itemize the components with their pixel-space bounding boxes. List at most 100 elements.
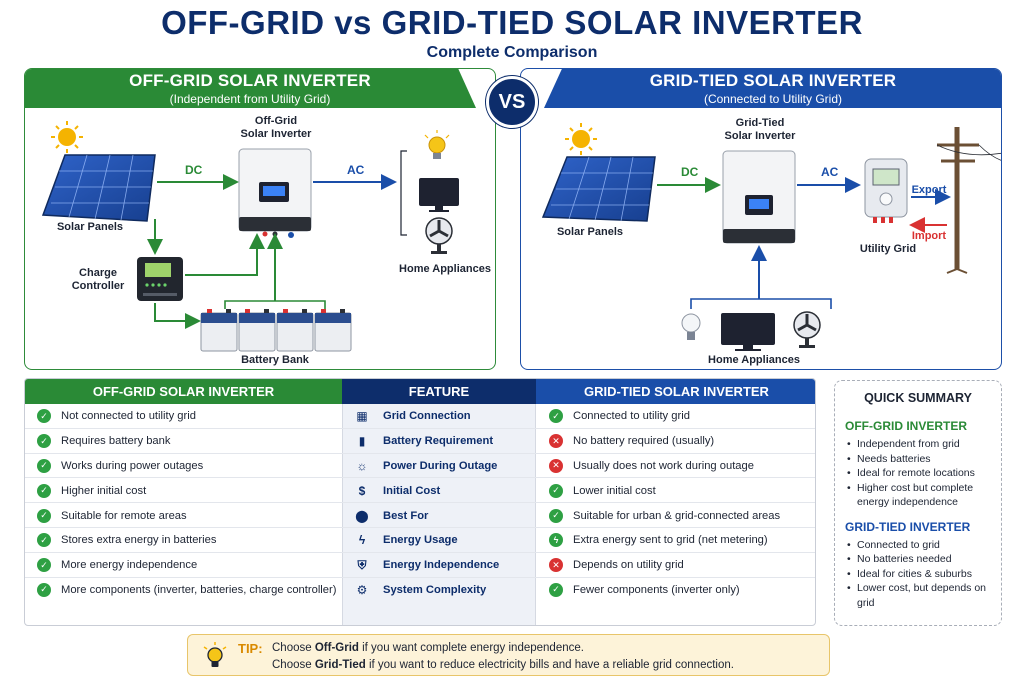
check-icon: ✓: [37, 558, 51, 573]
grid-tied-panel-title: GRID-TIED SOLAR INVERTER: [649, 71, 897, 90]
grid-tied-panel: GRID-TIED SOLAR INVERTER (Connected to U…: [520, 68, 1002, 370]
utility-pole-icon: [936, 127, 1001, 274]
off-grid-cell: ✓Requires battery bank: [37, 429, 340, 454]
solar-panel-icon: [541, 156, 656, 222]
battery-bank-label: Battery Bank: [241, 354, 309, 366]
feature-cell-text: System Complexity: [383, 583, 487, 596]
battery-bank-icon: [200, 309, 352, 352]
table-row: ✓Requires battery bank ▮ Battery Requireme…: [25, 429, 815, 454]
tip-line-1: Choose Off-Grid if you want complete ene…: [272, 642, 584, 654]
summary-list-item: Independent from grid: [845, 437, 991, 452]
grid-tied-cell-text: No battery required (usually): [573, 435, 715, 448]
check-icon: ✓: [37, 533, 51, 548]
cross-icon: ✕: [549, 558, 563, 573]
feature-column-background: [342, 404, 536, 625]
table-row: ✓More components (inverter, batteries, c…: [25, 578, 815, 603]
summary-list-item: Ideal for cities & suburbs: [845, 567, 991, 582]
summary-list-item: Ideal for remote locations: [845, 466, 991, 481]
summary-list-item: Connected to grid: [845, 538, 991, 553]
summary-off-grid-list: Independent from gridNeeds batteriesIdea…: [845, 437, 991, 510]
tip-line-2-post: if you want to reduce electricity bills …: [365, 659, 734, 671]
off-grid-cell: ✓More components (inverter, batteries, c…: [37, 578, 340, 603]
off-grid-ac-label: AC: [347, 163, 365, 177]
tip-line-2: Choose Grid-Tied if you want to reduce e…: [272, 659, 734, 671]
table-row: ✓ Not connected to utility grid ▦Grid Conn…: [25, 404, 815, 429]
summary-list-item: Needs batteries: [845, 452, 991, 467]
grid-tied-ac-label: AC: [821, 165, 839, 179]
feature-column-header: FEATURE: [342, 379, 536, 404]
sun-icon: [51, 121, 83, 153]
check-icon: ✓: [549, 508, 563, 523]
summary-list-item: No batteries needed: [845, 552, 991, 567]
quick-summary: QUICK SUMMARY OFF-GRID INVERTER Independ…: [834, 380, 1002, 626]
off-grid-panel: OFF-GRID SOLAR INVERTER (Independent fro…: [24, 68, 496, 370]
tip-line-1-bold: Off-Grid: [314, 642, 359, 654]
off-grid-cell-text: Stores extra energy in batteries: [61, 534, 217, 547]
grid-tied-panel-subtitle: (Connected to Utility Grid): [703, 92, 843, 106]
feature-cell: ⬤Best For: [355, 503, 535, 528]
sun-icon: [565, 123, 597, 155]
off-grid-inverter-icon: [238, 148, 312, 238]
check-icon: ✓: [37, 458, 51, 473]
dollar-icon: $: [358, 483, 366, 498]
cross-icon: ✕: [549, 434, 563, 449]
off-grid-cell-text: Suitable for remote areas: [61, 509, 187, 522]
off-grid-cell-text: Requires battery bank: [61, 435, 171, 448]
off-grid-panel-title: OFF-GRID SOLAR INVERTER: [129, 71, 371, 90]
check-icon: ✓: [37, 483, 51, 498]
grid-tied-inverter-label-1: Grid-Tied: [735, 117, 785, 129]
feature-cell: ▦Grid Connection: [355, 404, 535, 429]
grid-tied-cell: ✕ No battery required (usually): [549, 429, 815, 454]
check-icon: ✓: [37, 508, 51, 523]
vs-badge: VS: [486, 76, 538, 128]
summary-title: QUICK SUMMARY: [864, 391, 972, 405]
grid-tied-cell-text: Fewer components (inverter only): [573, 583, 740, 596]
feature-cell-text: Power During Outage: [383, 459, 498, 472]
tip-box: TIP: Choose Off-Grid if you want complet…: [187, 634, 830, 676]
off-grid-diagram: [41, 121, 459, 352]
off-grid-cell: ✓ Works during power outages: [37, 454, 340, 479]
check-icon: ✓: [549, 582, 563, 597]
tip-line-2-pre: Choose: [272, 659, 315, 671]
charge-controller-label-2: Controller: [71, 280, 125, 292]
off-grid-cell: ✓ Suitable for remote areas: [37, 503, 340, 528]
off-grid-cell-text: Not connected to utility grid: [61, 410, 196, 423]
grid-tied-diagram: [541, 123, 1001, 351]
feature-cell-text: Energy Independence: [383, 559, 500, 572]
summary-list-item: Higher cost but complete energy independ…: [845, 481, 991, 510]
grid-tied-cell-text: Depends on utility grid: [573, 559, 684, 572]
charge-controller-label-1: Charge: [79, 267, 117, 279]
check-icon: ✓: [37, 409, 51, 424]
grid-tied-cell-text: Connected to utility grid: [573, 410, 690, 423]
off-grid-inverter-label-2: Solar Inverter: [240, 128, 312, 140]
off-grid-cell: ✓ Not connected to utility grid: [37, 404, 340, 429]
lightning-icon: ϟ: [358, 533, 366, 548]
off-grid-solar-panels-label: Solar Panels: [56, 221, 124, 233]
cross-icon: ✕: [549, 458, 563, 473]
lightbulb-icon: [424, 130, 450, 159]
grid-tied-cell: ✓Suitable for urban & grid-connected are…: [549, 503, 815, 528]
lightning-icon: ϟ: [549, 533, 563, 548]
check-icon: ✓: [549, 409, 563, 424]
off-grid-banner: OFF-GRID SOLAR INVERTER (Independent fro…: [25, 69, 476, 108]
feature-cell-text: Energy Usage: [383, 534, 458, 547]
off-grid-cell: ✓Higher initial cost: [37, 478, 340, 503]
tip-line-2-bold: Grid-Tied: [314, 659, 366, 671]
page-subtitle: Complete Comparison: [426, 44, 598, 61]
grid-tied-inverter-label-2: Solar Inverter: [724, 130, 796, 142]
off-grid-cell: ✓ Stores extra energy in batteries: [37, 528, 340, 553]
location-pin-icon: ⬤: [355, 508, 369, 523]
summary-off-grid-heading: OFF-GRID INVERTER: [845, 419, 967, 433]
off-grid-cell-text: Works during power outages: [61, 459, 204, 472]
shield-icon: ⛨: [357, 557, 367, 572]
off-grid-dc-label: DC: [185, 163, 203, 177]
tip-line-1-pre: Choose: [272, 642, 315, 654]
feature-cell-text: Battery Requirement: [383, 435, 494, 448]
page-title: OFF-GRID vs GRID-TIED SOLAR INVERTER: [161, 4, 863, 41]
feature-cell: $Initial Cost: [355, 478, 535, 503]
battery-icon: ▮: [358, 434, 366, 449]
feature-cell: ⚙System Complexity: [355, 578, 535, 603]
building-icon: ▦: [356, 409, 368, 424]
grid-tied-cell: ✓ Fewer components (inverter only): [549, 578, 815, 603]
